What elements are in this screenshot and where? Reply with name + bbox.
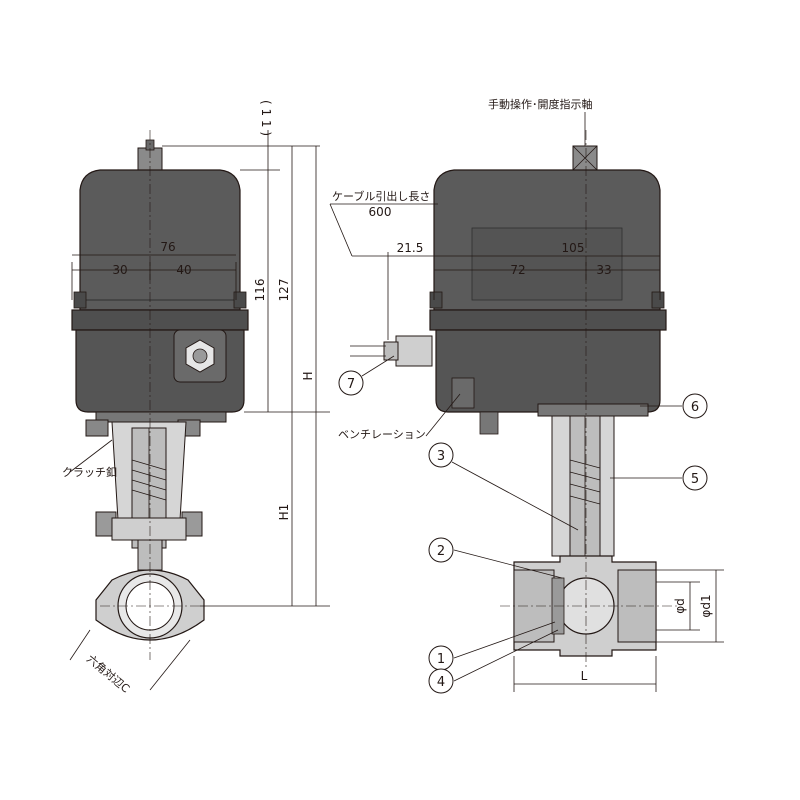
actuator-cover [79,169,241,311]
svg-text:6: 6 [691,400,699,415]
dims-side-width [329,203,661,340]
callout-4: 4 [428,629,559,694]
dim-30: 30 [112,263,127,277]
dim-L: L [581,669,588,683]
dim-76: 76 [160,240,175,254]
svg-text:5: 5 [691,472,699,487]
label-ventilation: ベンチレーション [338,428,426,441]
front-view [71,130,249,660]
dim-phi-d1: φd1 [699,594,713,617]
label-manual-axis: 手動操作･開度指示軸 [488,97,593,111]
side-view [350,130,680,670]
dim-600: 600 [369,205,392,219]
dims-top-width [71,254,237,300]
svg-text:2: 2 [437,544,445,559]
callout-3: 3 [428,442,579,531]
label-clutch-pin: クラッチ釦 [62,465,117,479]
dim-H: H [301,371,315,380]
svg-text:3: 3 [437,449,445,464]
dim-11: ( 1 1 ) [259,100,273,136]
actuator-base [71,309,249,331]
label-cable-length: ケーブル引出し長さ [332,189,430,203]
callout-5: 5 [610,465,708,491]
dims-bore [513,569,724,692]
dim-40: 40 [176,263,191,277]
dim-H1: H1 [277,504,291,521]
dim-33: 33 [596,263,611,277]
svg-text:1: 1 [437,652,445,667]
dim-21-5: 21.5 [397,241,424,255]
dim-72: 72 [510,263,525,277]
dim-116: 116 [253,279,267,302]
dim-105: 105 [562,241,585,255]
dim-phi-d: φd [673,598,687,614]
callout-6: 6 [640,393,708,419]
svg-text:4: 4 [437,675,445,690]
callout-7: 7 [338,355,395,396]
callout-2: 2 [428,537,563,579]
label-hex-across: 六角対辺C [84,652,133,696]
dim-127: 127 [277,279,291,302]
dims-vertical [162,130,330,607]
callout-1: 1 [428,621,556,671]
svg-text:7: 7 [347,377,355,392]
